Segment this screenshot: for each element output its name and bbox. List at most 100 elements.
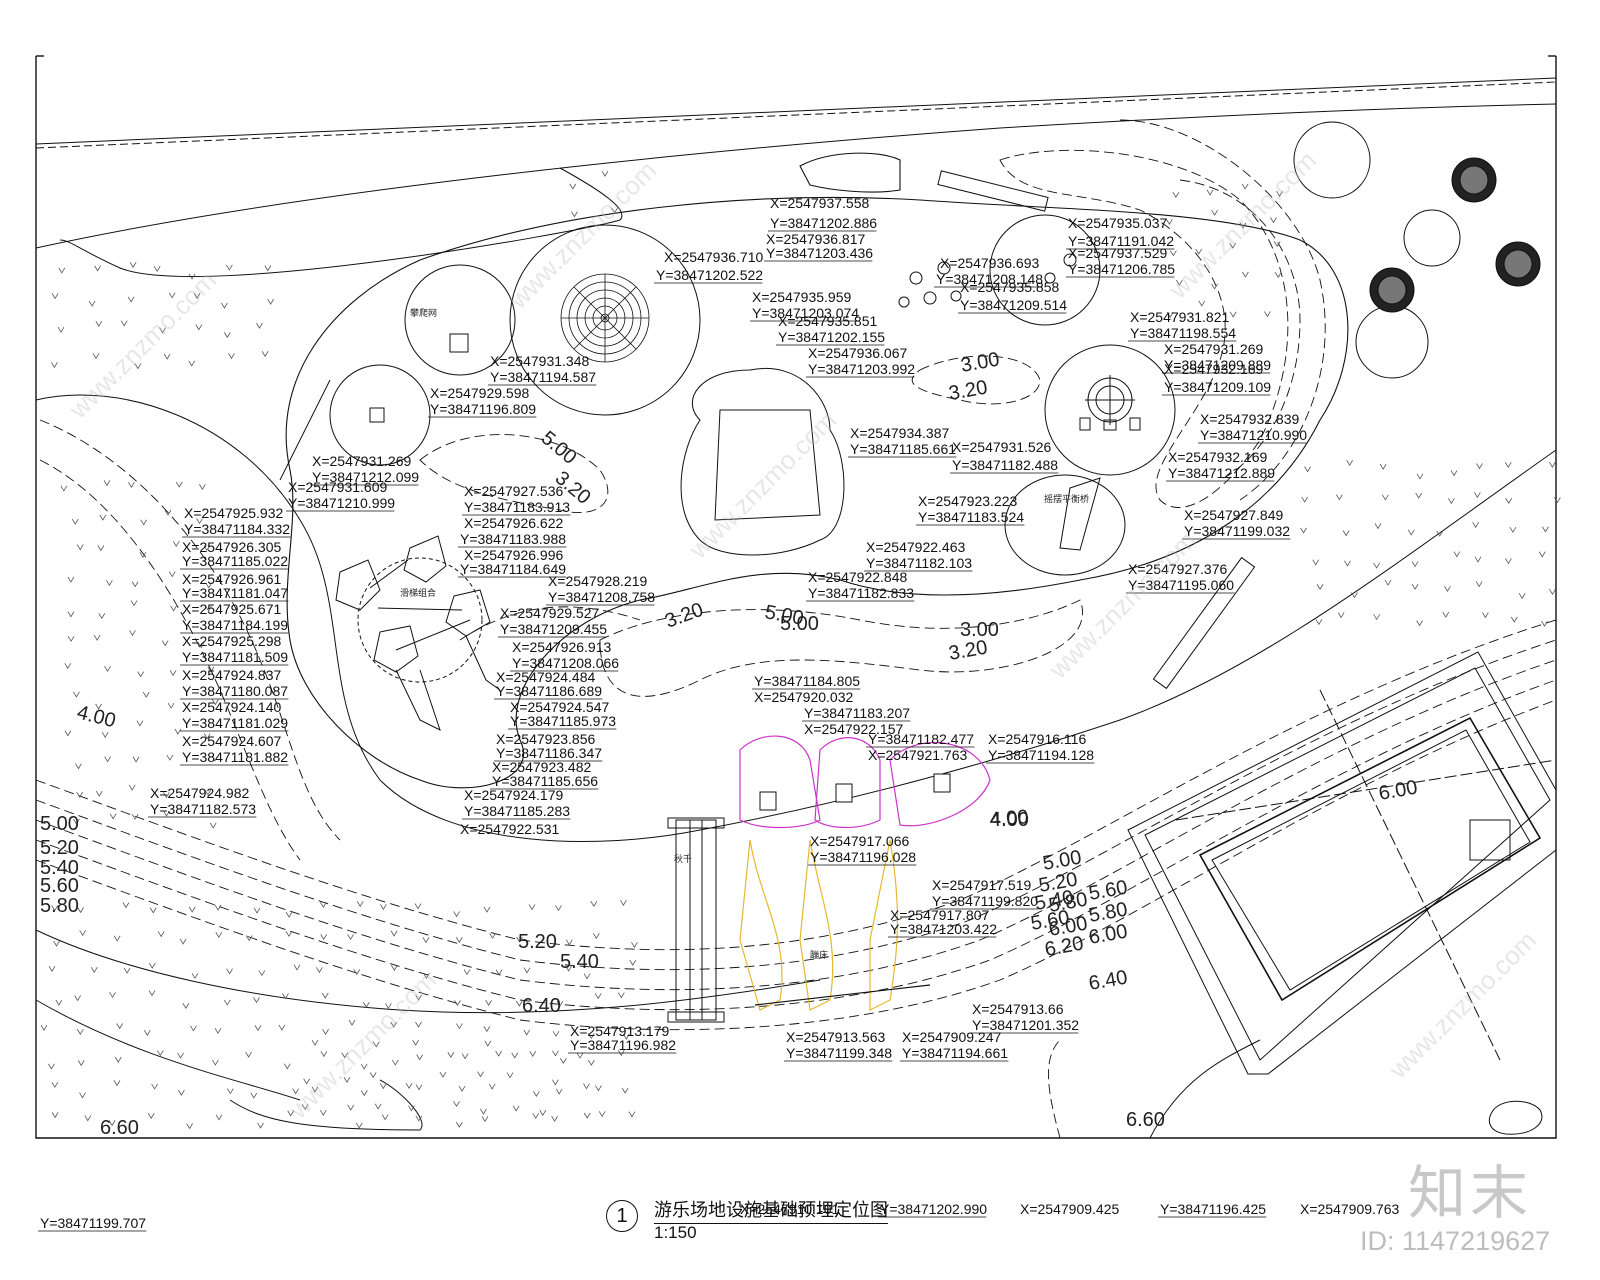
coordinate-label: X=2547922.463 [866, 539, 965, 555]
coordinate-label: X=2547924.484 [496, 669, 595, 685]
facility-label: 秋千 [674, 853, 692, 865]
coordinate-label: X=2547931.821 [1130, 309, 1229, 325]
benches [279, 170, 1256, 690]
coordinate-label: Y=38471196.809 [430, 401, 536, 417]
coordinate-label: X=2547936.710 [664, 249, 763, 265]
tree-outline [1293, 121, 1371, 199]
coordinate-label: Y=38471196.425 [1160, 1201, 1266, 1217]
coordinate-label: X=2547936.817 [766, 231, 865, 247]
rock-symbol [1488, 1100, 1543, 1135]
rotating-disc [1079, 375, 1141, 431]
coordinate-label: X=2547913.66 [972, 1001, 1064, 1017]
coordinate-label: Y=38471203.436 [766, 245, 873, 261]
facility-label: 攀爬网 [410, 307, 437, 319]
contour-label: 6.40 [522, 995, 561, 1017]
contour-label: 5.40 [560, 951, 599, 973]
coordinate-label: Y=38471194.661 [902, 1045, 1008, 1061]
coordinate-label: Y=38471206.785 [1068, 261, 1175, 277]
coordinate-label: X=2547925.298 [182, 633, 281, 649]
plaza-circles [329, 214, 1176, 576]
coordinate-label: X=2547932.169 [1164, 361, 1263, 377]
contour-label: 3.20 [947, 636, 989, 664]
coordinate-label: Y=38471199.707 [40, 1215, 146, 1231]
coordinate-label: X=2547922.848 [808, 569, 907, 585]
coordinate-label: Y=38471186.689 [496, 683, 602, 699]
document-id: ID: 1147219627 [1360, 1226, 1551, 1256]
contour-label: 6.00 [1377, 776, 1419, 804]
coordinate-label: Y=38471191.042 [1068, 233, 1174, 249]
coordinate-label: Y=38471208.148 [936, 271, 1043, 287]
coordinate-label: Y=38471181.509 [182, 649, 288, 665]
coordinate-label: X=2547924.607 [182, 733, 281, 749]
coordinate-label: Y=38471199.032 [1184, 523, 1290, 539]
coordinate-label: X=2547935.037 [1068, 215, 1167, 231]
slide-combination [335, 535, 501, 731]
coordinate-label: X=2547925.671 [182, 601, 281, 617]
coordinate-label: X=2547936.067 [808, 345, 907, 361]
coordinate-label: Y=38471209.514 [960, 297, 1067, 313]
coordinate-label: X=2547909.763 [1300, 1201, 1399, 1217]
watermark-text: www.znzmo.com [502, 155, 662, 315]
coordinate-label: X=2547910.101 [740, 1201, 839, 1217]
coordinate-label: Y=38471184.332 [184, 521, 290, 537]
contour-label: 5.60 [40, 875, 79, 897]
coordinate-label: X=2547917.066 [810, 833, 909, 849]
coordinate-label: Y=38471202.155 [778, 329, 885, 345]
trees [1293, 121, 1541, 379]
coordinate-label: Y=38471198.554 [1130, 325, 1236, 341]
coordinate-label: Y=38471184.199 [182, 617, 288, 633]
leader-lines [38, 230, 1307, 1232]
contour-label: 6.60 [100, 1117, 139, 1139]
coordinate-label: X=2547926.996 [464, 547, 563, 563]
tree-outline [1355, 305, 1429, 379]
coordinate-label: Y=38471202.522 [656, 267, 763, 283]
coordinate-label: X=2547932.839 [1200, 411, 1299, 427]
coordinate-label: Y=38471182.103 [866, 555, 972, 571]
drawing-frame [35, 55, 1557, 1139]
coordinate-label: Y=38471201.352 [972, 1017, 1079, 1033]
coordinate-label: Y=38471194.587 [490, 369, 596, 385]
coordinate-label: X=2547926.622 [464, 515, 563, 531]
coordinate-label: X=2547924.179 [464, 787, 563, 803]
contour-label: 5.20 [40, 837, 79, 859]
coordinate-label: X=2547922.157 [804, 721, 903, 737]
coordinate-label: Y=38471212.889 [1168, 465, 1275, 481]
coordinate-label: Y=38471181.029 [182, 715, 288, 731]
coordinate-label: X=2547935.858 [960, 279, 1059, 295]
coordinate-labels: X=2547937.558Y=38471202.886X=2547936.817… [40, 195, 1399, 1231]
coordinate-label: Y=38471210.999 [288, 495, 395, 511]
coordinate-label: X=2547929.598 [430, 385, 529, 401]
coordinate-label: X=2547937.529 [1068, 245, 1167, 261]
coordinate-label: Y=38471183.913 [464, 499, 570, 515]
facility-label: 摇摆平衡桥 [1044, 493, 1089, 505]
coordinate-label: Y=38471209.455 [500, 621, 607, 637]
coordinate-label: X=2547909.247 [902, 1029, 1001, 1045]
coordinate-label: Y=38471180.087 [182, 683, 288, 699]
trampoline-zone [739, 735, 991, 1011]
coordinate-label: X=2547924.837 [182, 667, 281, 683]
coordinate-label: X=2547937.558 [770, 195, 869, 211]
facility-markers [369, 253, 1077, 811]
coordinate-label: Y=38471194.128 [988, 747, 1094, 763]
coordinate-label: Y=38471181.882 [182, 749, 288, 765]
spider-web-net [560, 273, 650, 363]
coordinate-label: X=2547909.425 [1020, 1201, 1119, 1217]
coordinate-label: X=2547935.851 [778, 313, 877, 329]
coordinate-label: X=2547924.547 [510, 699, 609, 715]
contour-label: 5.00 [537, 427, 581, 469]
coordinate-label: X=2547913.563 [786, 1029, 885, 1045]
coordinate-label: Y=38471208.758 [548, 589, 655, 605]
coordinate-label: X=2547927.376 [1128, 561, 1227, 577]
drawing-scale: 1:150 [654, 1223, 697, 1242]
contour-label: 3.00 [959, 348, 1001, 376]
coordinate-label: Y=38471183.988 [460, 531, 566, 547]
contour-label: 5.00 [780, 613, 819, 635]
contour-label: 5.40 [40, 857, 79, 879]
coordinate-label: X=2547928.219 [548, 573, 647, 589]
coordinate-label: Y=38471208.066 [512, 655, 619, 671]
coordinate-label: X=2547936.693 [940, 255, 1039, 271]
coordinate-label: Y=38471212.099 [312, 469, 419, 485]
contour-label: 4.00 [75, 702, 118, 733]
